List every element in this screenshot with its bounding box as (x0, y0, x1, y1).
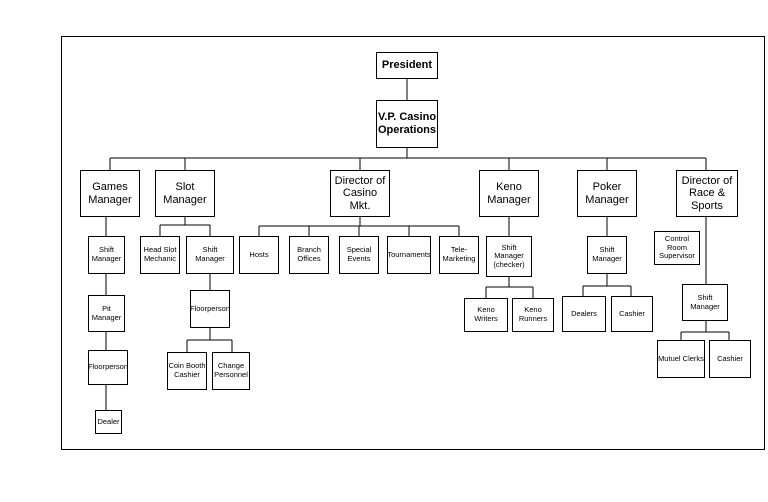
node-dealer: Dealer (95, 410, 122, 434)
node-poker-manager: Poker Manager (577, 170, 637, 217)
node-games-shift-manager: Shift Manager (88, 236, 125, 274)
node-race-shift-manager: Shift Manager (682, 284, 728, 321)
node-keno-manager: Keno Manager (479, 170, 539, 217)
node-keno-writers: Keno Writers (464, 298, 508, 332)
node-coin-booth-cashier: Coin Booth Cashier (167, 352, 207, 390)
node-director-casino-marketing: Director of Casino Mkt. (330, 170, 390, 217)
node-keno-runners: Keno Runners (512, 298, 554, 332)
node-branch-offices: Branch Offices (289, 236, 329, 274)
node-slot-manager: Slot Manager (155, 170, 215, 217)
node-tele-marketing: Tele- Marketing (439, 236, 479, 274)
node-poker-dealers: Dealers (562, 296, 606, 332)
node-director-race-sports: Director of Race & Sports (676, 170, 738, 217)
node-poker-cashier: Cashier (611, 296, 653, 332)
node-hosts: Hosts (239, 236, 279, 274)
node-tournaments: Tournaments (387, 236, 431, 274)
node-change-personnel: Change Personnel (212, 352, 250, 390)
node-slot-floorperson: Floorperson (190, 290, 230, 328)
node-race-cashier: Cashier (709, 340, 751, 378)
node-head-slot-mechanic: Head Slot Mechanic (140, 236, 180, 274)
node-mutuel-clerks: Mutuel Clerks (657, 340, 705, 378)
node-pit-manager: Pit Manager (88, 295, 125, 332)
node-special-events: Special Events (339, 236, 379, 274)
node-keno-shift-manager: Shift Manager (checker) (486, 236, 532, 277)
node-vp-casino-operations: V.P. Casino Operations (376, 100, 438, 148)
node-games-manager: Games Manager (80, 170, 140, 217)
node-slot-shift-manager: Shift Manager (186, 236, 234, 274)
node-president: President (376, 52, 438, 79)
node-control-room-supervisor: Control Room Supervisor (654, 231, 700, 265)
chart-frame (61, 36, 765, 450)
node-games-floorperson: Floorperson (88, 350, 128, 385)
node-poker-shift-manager: Shift Manager (587, 236, 627, 274)
